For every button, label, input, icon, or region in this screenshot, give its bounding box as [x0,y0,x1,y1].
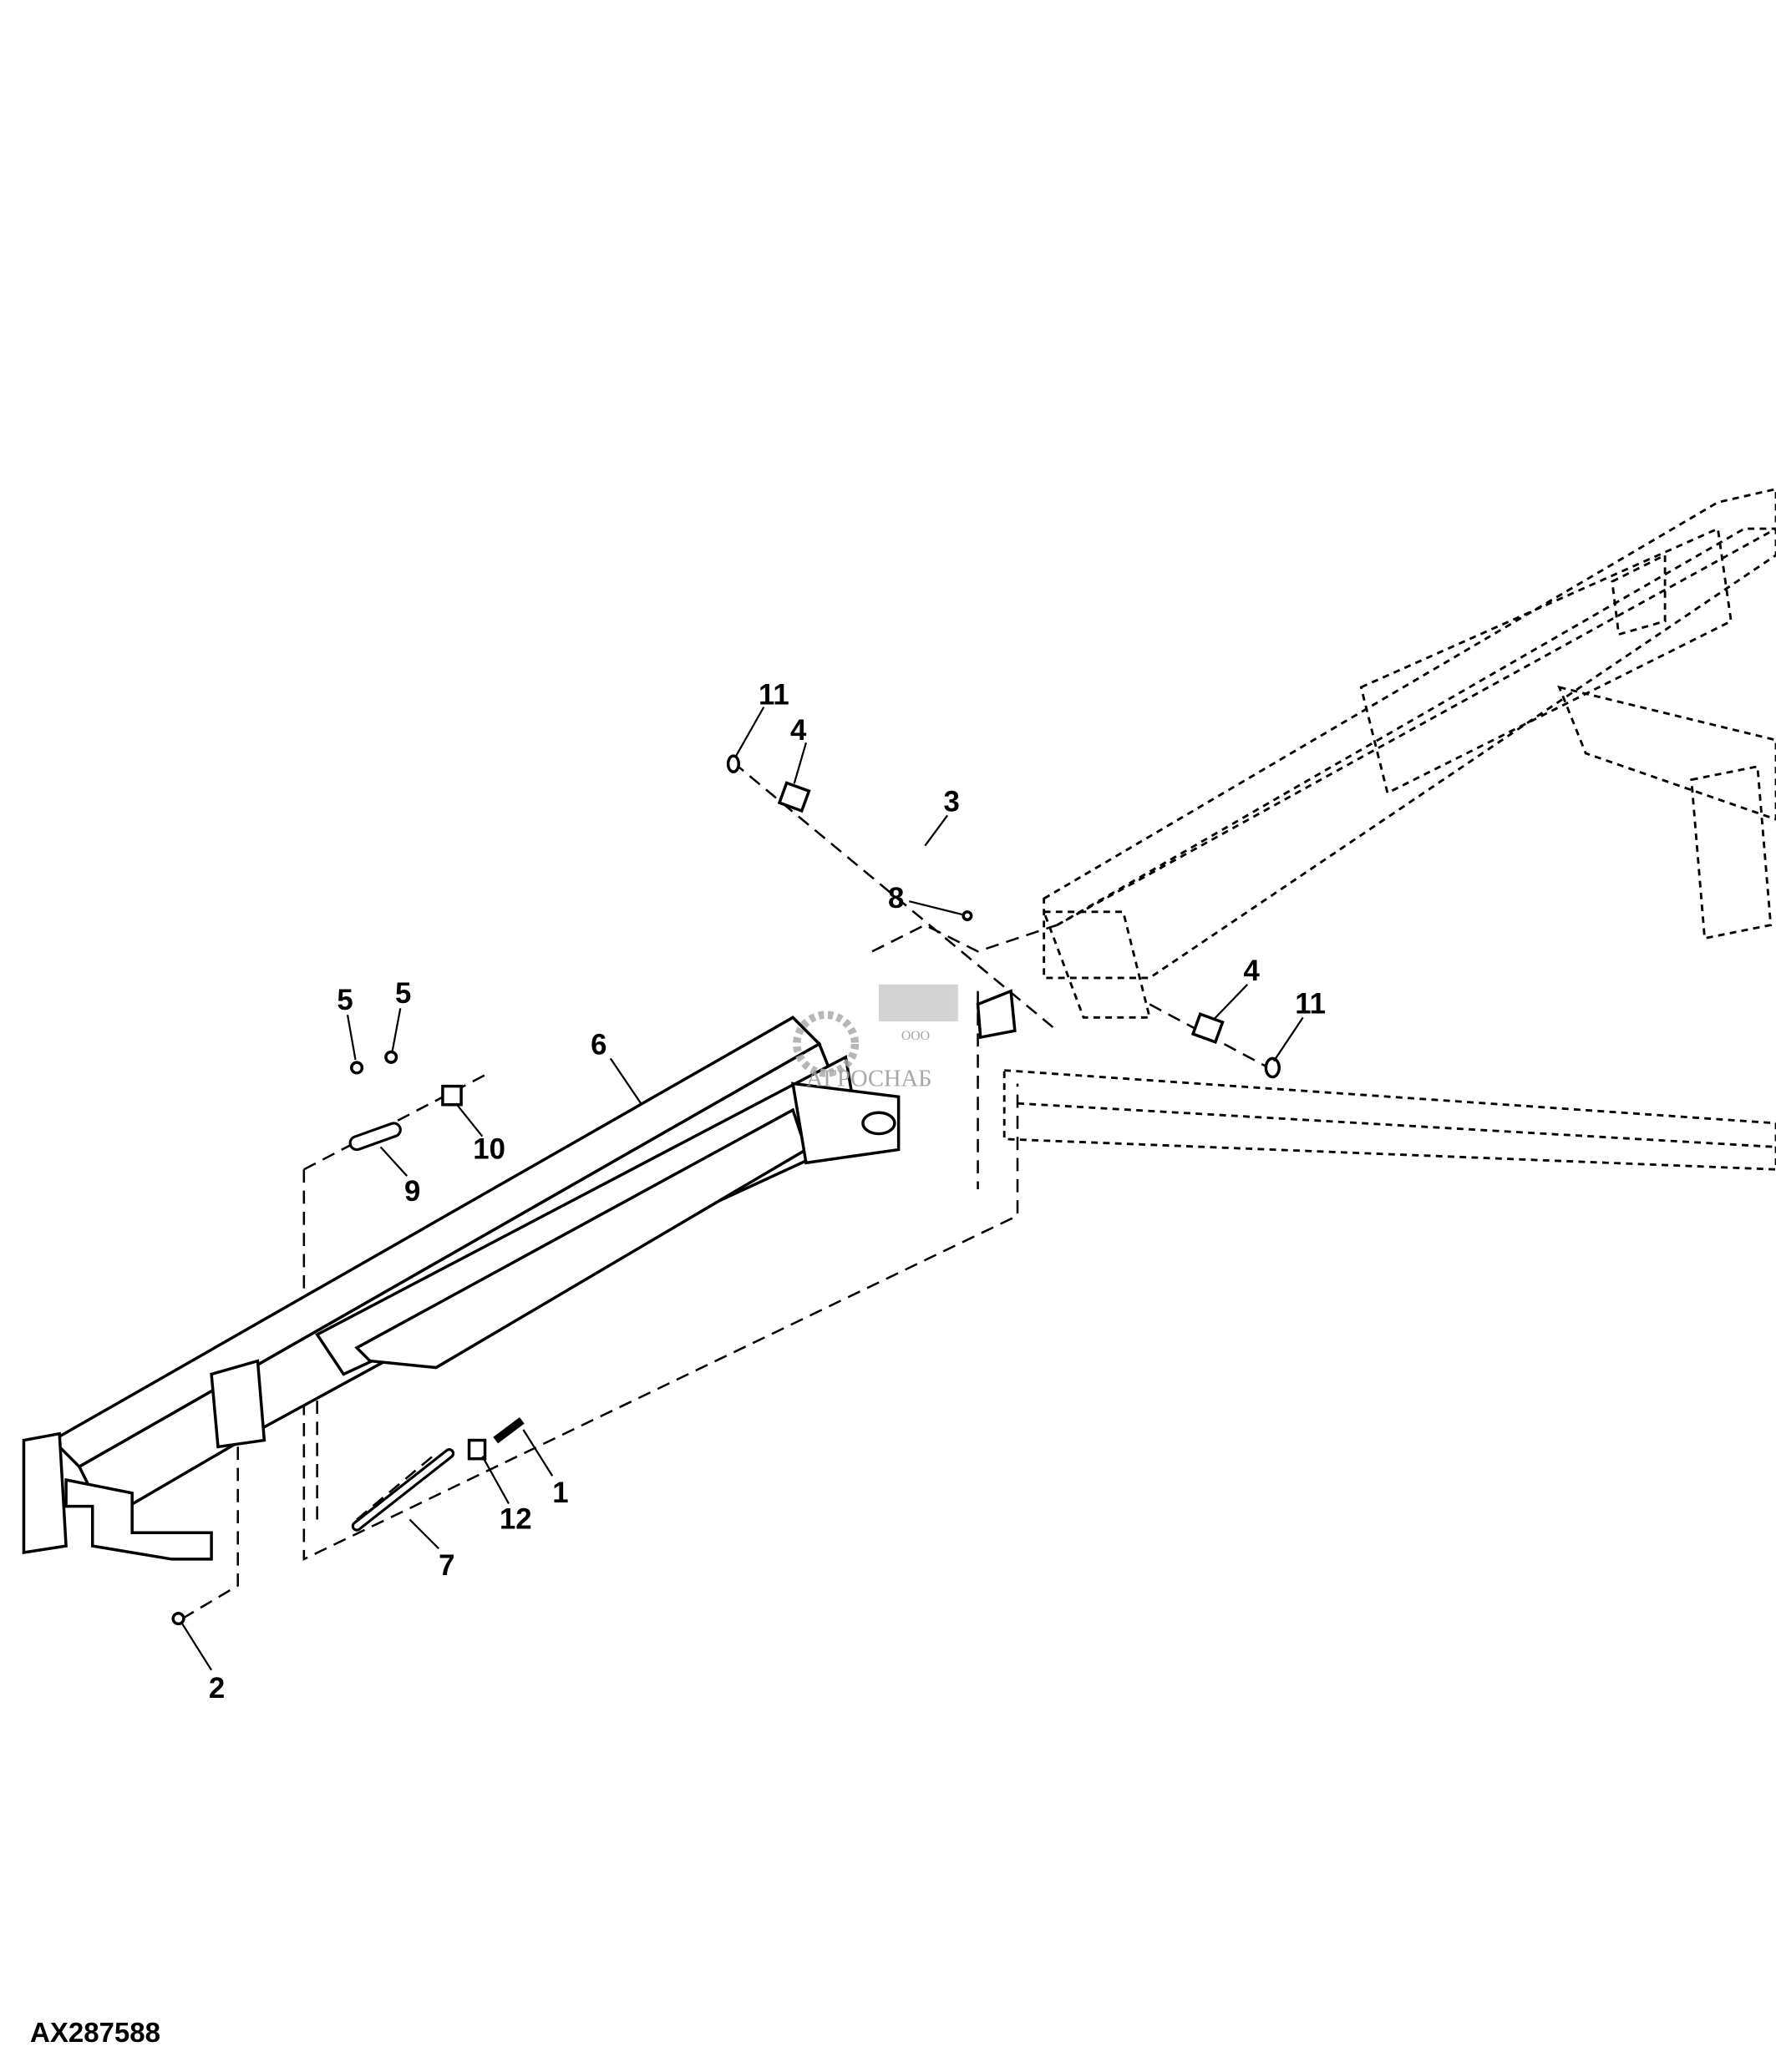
watermark-prefix: ООО [901,1029,930,1043]
callout-6: 6 [591,1029,606,1061]
callout-12: 12 [500,1503,532,1536]
callout-5: 5 [337,984,353,1016]
callout-8: 8 [888,882,904,914]
callout-9: 9 [404,1175,420,1208]
callout-4: 4 [1244,955,1261,987]
watermark-name: АГРОСНАБ [806,1066,932,1092]
figure-id: AX287588 [30,2017,160,2048]
callout-2: 2 [209,1672,225,1705]
main-frame-part-6 [22,989,1017,1561]
callout-4: 4 [790,714,807,747]
callout-3: 3 [943,786,959,818]
small-parts [171,754,1281,1626]
callout-1: 1 [552,1477,568,1509]
callout-7: 7 [439,1549,454,1582]
callouts: 11 4 3 8 5 5 10 9 6 4 11 1 12 7 2 [181,678,1326,1705]
callout-11: 11 [1295,988,1326,1021]
callout-5: 5 [395,977,411,1010]
watermark-logo: ООО АГРОСНАБ [793,984,958,1092]
ghost-frame-assembly [1002,488,1776,1171]
callout-10: 10 [473,1133,505,1166]
callout-11: 11 [759,678,789,711]
